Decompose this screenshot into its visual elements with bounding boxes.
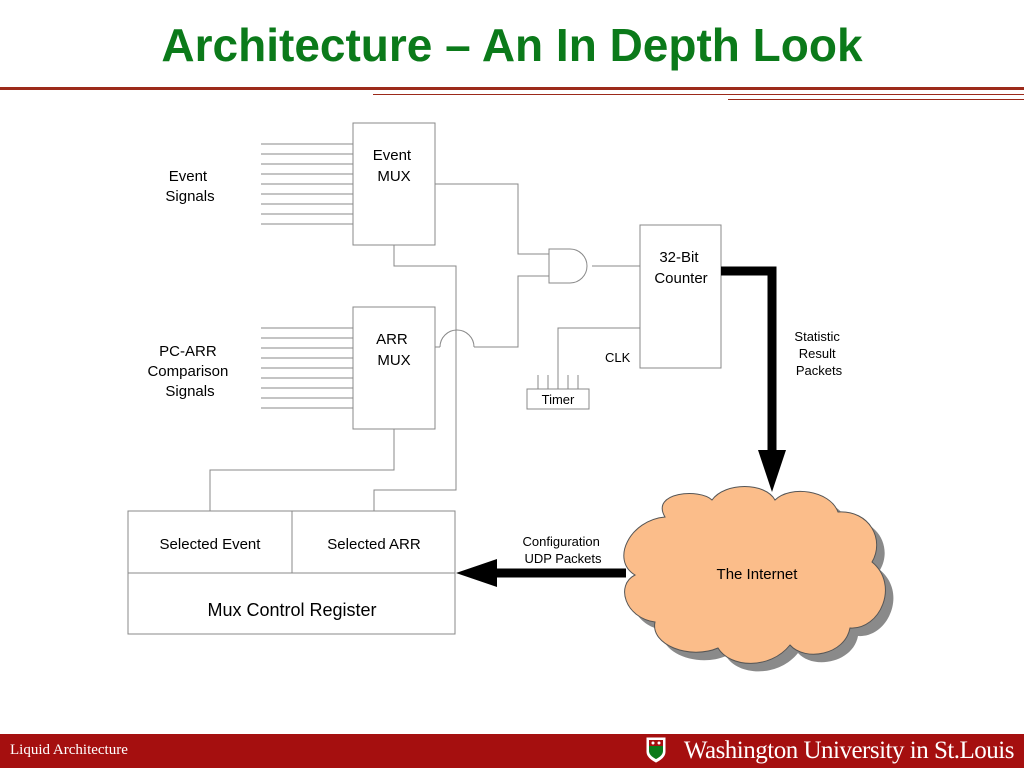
and-gate xyxy=(548,248,588,284)
counter-label: 32-Bit Counter xyxy=(654,249,707,287)
architecture-diagram: Event Signals PC-ARR Comparison Signals … xyxy=(127,122,894,672)
wires xyxy=(209,183,640,511)
mux-control-register-label: Mux Control Register xyxy=(207,600,376,620)
title-rule-thin xyxy=(373,94,1024,95)
event-signals-label: Event Signals xyxy=(165,168,214,205)
university-crest-icon xyxy=(646,737,666,763)
slide-title: Architecture – An In Depth Look xyxy=(161,19,863,71)
pc-arr-signal-lines xyxy=(261,327,353,409)
event-signal-lines xyxy=(261,143,353,225)
selected-event-label: Selected Event xyxy=(160,536,262,553)
statistic-arrowhead xyxy=(758,450,786,492)
pc-arr-label: PC-ARR Comparison Signals xyxy=(147,343,232,400)
internet-cloud xyxy=(623,486,886,664)
statistic-label: Statistic Result Packets xyxy=(794,329,843,378)
university-wordmark: Washington University in St.Louis xyxy=(683,737,1015,764)
event-mux-label: Event MUX xyxy=(373,147,416,185)
title-rule-thin xyxy=(728,99,1024,100)
selected-arr-label: Selected ARR xyxy=(327,536,421,553)
statistic-arrow xyxy=(721,266,777,452)
timer-label: Timer xyxy=(542,392,575,407)
config-label: Configuration UDP Packets xyxy=(523,534,604,566)
timer-pins xyxy=(537,375,579,389)
arr-mux-label: ARR MUX xyxy=(376,331,412,369)
config-arrowhead xyxy=(456,559,497,587)
footer-bar: Liquid Architecture Washington Universit… xyxy=(0,734,1024,768)
counter-box xyxy=(639,224,722,369)
timer-box xyxy=(526,388,590,410)
internet-label: The Internet xyxy=(717,566,799,583)
footer-left-text: Liquid Architecture xyxy=(10,742,128,758)
clk-label: CLK xyxy=(605,350,631,365)
title-rule xyxy=(0,87,1024,90)
